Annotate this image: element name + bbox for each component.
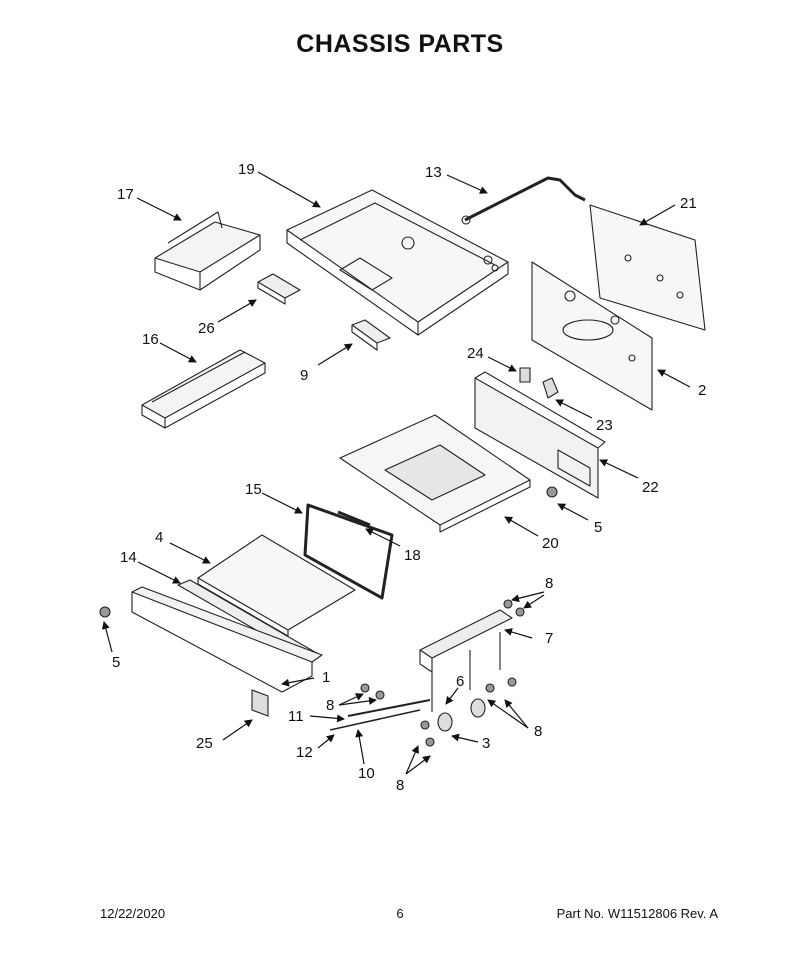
callout-labels: 19 13 17 21 26 9 16 2 24 23 22 5 15 18 2… — [112, 161, 706, 794]
callout-20: 20 — [542, 535, 559, 552]
page-title: CHASSIS PARTS — [296, 30, 504, 58]
callout-23: 23 — [596, 417, 613, 434]
leveling-bracket — [251, 689, 269, 717]
caster-wheel — [437, 698, 486, 732]
callout-22: 22 — [642, 479, 659, 496]
gas-manifold-pipe — [461, 176, 586, 225]
door-gasket — [303, 503, 394, 600]
callout-5-right: 5 — [594, 519, 602, 536]
callout-6: 6 — [456, 673, 464, 690]
footer-page-number: 6 — [396, 906, 404, 921]
callout-13: 13 — [425, 164, 442, 181]
leader-lines — [101, 171, 691, 775]
screws — [99, 486, 558, 747]
leveling-leg-assembly — [419, 609, 513, 712]
callout-21: 21 — [680, 195, 697, 212]
callout-4: 4 — [155, 529, 163, 546]
latch-bracket — [542, 377, 559, 399]
callout-15: 15 — [245, 481, 262, 498]
callout-9: 9 — [300, 367, 308, 384]
chassis-base-pan — [286, 189, 509, 336]
back-panel — [531, 261, 653, 411]
callout-8-top: 8 — [545, 575, 553, 592]
gasket-strip — [337, 510, 371, 527]
callout-1: 1 — [322, 669, 330, 686]
footer-part-number: Part No. W11512806 Rev. A — [556, 906, 718, 921]
callout-3: 3 — [482, 735, 490, 752]
callout-8-left: 8 — [326, 697, 334, 714]
callout-16: 16 — [142, 331, 159, 348]
callout-19: 19 — [238, 161, 255, 178]
small-bracket — [257, 273, 301, 305]
front-kick-panel — [131, 586, 323, 693]
callout-5-left: 5 — [112, 654, 120, 671]
callout-7: 7 — [545, 630, 553, 647]
front-bracket — [154, 211, 261, 291]
callout-2: 2 — [698, 382, 706, 399]
switch-clip — [519, 367, 531, 383]
callout-10: 10 — [358, 765, 375, 782]
storage-drawer — [339, 414, 531, 533]
callout-11: 11 — [288, 708, 304, 725]
footer-date: 12/22/2020 — [100, 906, 166, 921]
leveling-rod — [329, 699, 431, 731]
side-rail — [141, 349, 266, 429]
callout-17: 17 — [117, 186, 134, 203]
callout-12: 12 — [296, 744, 313, 761]
callout-18: 18 — [404, 547, 421, 564]
callout-8-right: 8 — [534, 723, 542, 740]
callout-24: 24 — [467, 345, 484, 362]
callout-25: 25 — [196, 735, 213, 752]
side-heat-shield — [474, 371, 606, 499]
clip-bracket — [351, 319, 391, 351]
callout-14: 14 — [120, 549, 137, 566]
callout-8-bottom: 8 — [396, 777, 404, 794]
rear-cover-panel — [589, 204, 706, 331]
callout-26: 26 — [198, 320, 215, 337]
